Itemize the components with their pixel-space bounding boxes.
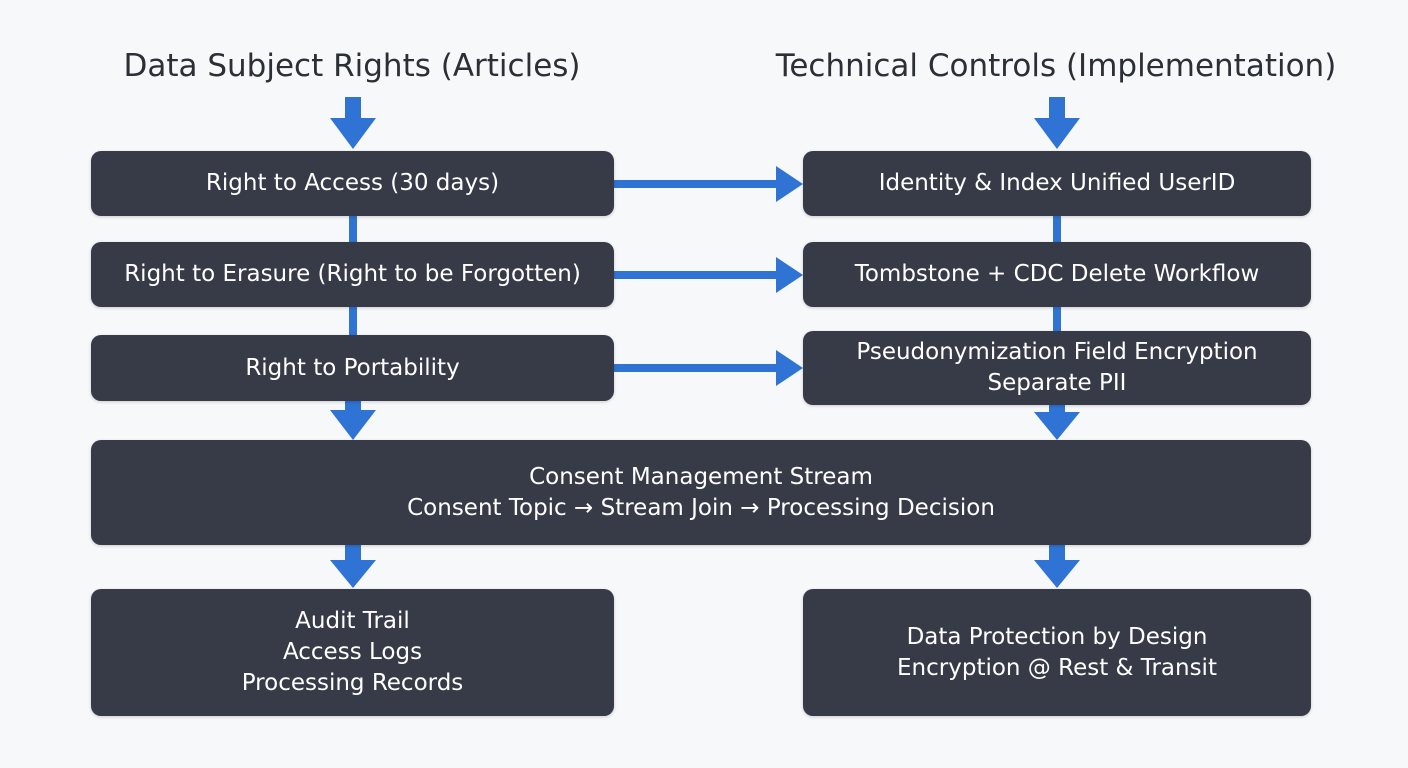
right-spine-1	[1053, 215, 1061, 243]
access-to-identity-arrow	[614, 166, 803, 202]
audit-trail-box: Audit Trail Access Logs Processing Recor…	[91, 589, 614, 716]
box-title: Consent Management Stream	[529, 463, 873, 490]
heading-right-down-arrow	[1034, 97, 1080, 149]
box-label: Pseudonymization Field Encryption	[856, 339, 1258, 365]
right-spine-2	[1053, 306, 1061, 332]
consent-management-box: Consent Management Stream Consent Topic …	[91, 440, 1311, 545]
controls-column-heading: Technical Controls (Implementation)	[775, 48, 1337, 84]
right-to-erasure-box: Right to Erasure (Right to be Forgotten)	[91, 242, 614, 307]
left-spine-2	[349, 306, 357, 336]
identity-index-box: Identity & Index Unified UserID	[803, 151, 1311, 216]
consent-to-audit-arrow	[330, 545, 376, 588]
box-label: Identity & Index Unified UserID	[878, 170, 1236, 196]
box-label: Processing Records	[241, 670, 464, 696]
box-label: Right to Portability	[245, 354, 460, 381]
heading-left-down-arrow	[330, 97, 376, 149]
box-label: Separate PII	[987, 370, 1127, 396]
box-label: Tombstone + CDC Delete Workflow	[854, 261, 1260, 287]
box-label: Access Logs	[282, 639, 423, 665]
left-spine-1	[349, 215, 357, 243]
box-label: Right to Erasure (Right to be Forgotten)	[124, 261, 581, 287]
box-label: Consent Topic → Stream Join → Processing…	[407, 494, 995, 521]
box-label: Right to Access (30 days)	[205, 170, 500, 196]
portability-to-pseudonymization-arrow	[614, 350, 803, 386]
rights-column-heading: Data Subject Rights (Articles)	[123, 48, 581, 84]
pseudonymization-box: Pseudonymization Field Encryption Separa…	[803, 331, 1311, 405]
right-to-portability-box: Right to Portability	[91, 335, 614, 401]
box-title: Data Protection by Design	[906, 623, 1208, 650]
right-to-access-box: Right to Access (30 days)	[91, 151, 614, 216]
consent-to-protection-arrow	[1034, 545, 1080, 588]
box-label: Encryption @ Rest & Transit	[897, 654, 1217, 681]
pseudonymization-down-arrow	[1034, 404, 1080, 440]
portability-down-arrow	[330, 400, 376, 440]
box-title: Audit Trail	[295, 608, 410, 634]
tombstone-cdc-box: Tombstone + CDC Delete Workflow	[803, 242, 1311, 307]
data-protection-box: Data Protection by Design Encryption @ R…	[803, 589, 1311, 716]
erasure-to-tombstone-arrow	[614, 257, 803, 293]
